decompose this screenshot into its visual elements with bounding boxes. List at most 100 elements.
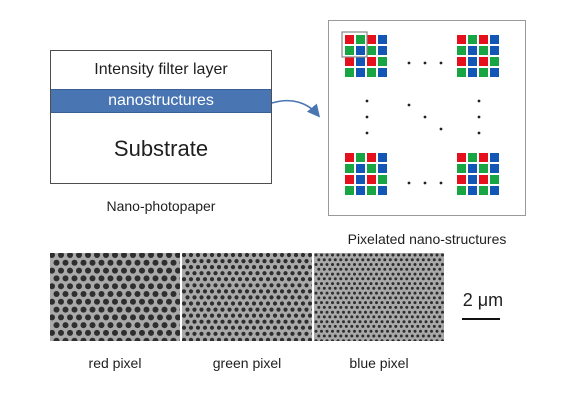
nanohole — [269, 307, 274, 312]
nanohole — [76, 283, 82, 290]
nanohole — [107, 322, 114, 329]
nanohole — [213, 319, 218, 324]
nanohole — [402, 329, 406, 333]
nanohole — [322, 258, 326, 262]
nanohole — [157, 267, 163, 274]
nanohole — [290, 283, 295, 288]
nanohole — [386, 253, 389, 257]
nanohole — [386, 272, 389, 276]
nanohole — [227, 331, 232, 336]
pixel-cell — [378, 153, 387, 162]
nanohole — [58, 314, 64, 321]
nanohole — [331, 310, 334, 314]
nanohole — [413, 253, 417, 257]
nanohole — [67, 283, 73, 290]
nanohole — [369, 310, 373, 314]
nanohole — [297, 271, 302, 276]
nanohole — [139, 314, 145, 321]
pixel-cell — [468, 57, 477, 66]
nanohole — [49, 283, 55, 290]
nanostructures-layer: nanostructures — [51, 89, 271, 113]
nanohole — [424, 291, 428, 295]
nanohole — [185, 259, 190, 264]
nanohole — [80, 259, 87, 266]
nanohole — [435, 329, 439, 333]
nanohole — [85, 252, 91, 258]
nanohole — [139, 329, 145, 336]
nanohole — [148, 298, 154, 305]
nanohole — [290, 259, 295, 264]
nanohole — [391, 320, 395, 324]
pixel-cell — [479, 46, 488, 55]
nanohole — [375, 263, 378, 266]
nanohole — [116, 306, 123, 313]
pixel-cell — [457, 68, 466, 77]
nanohole — [248, 259, 253, 264]
nanohole — [355, 267, 359, 271]
nanohole — [148, 267, 154, 274]
nanohole — [134, 259, 141, 266]
nanohole — [53, 322, 60, 329]
nanohole — [139, 298, 145, 305]
red-pixel-label: red pixel — [88, 355, 142, 371]
nanohole — [320, 253, 323, 257]
nanohole — [350, 277, 354, 281]
nanohole — [103, 314, 109, 321]
nanohole — [435, 253, 439, 257]
nanohole — [375, 291, 378, 295]
nanohole — [331, 282, 334, 286]
nanohole — [369, 253, 373, 257]
nanohole — [237, 337, 243, 342]
nanohole — [202, 277, 208, 282]
nanohole — [300, 277, 306, 282]
nanohole — [350, 305, 354, 309]
nanohole — [98, 259, 105, 266]
nanohole — [421, 315, 425, 319]
ellipsis-dot — [423, 115, 427, 119]
nanohole — [394, 286, 398, 290]
nanohole — [199, 283, 204, 288]
nanohole — [157, 298, 163, 305]
nanohole — [125, 275, 132, 282]
nanohole — [170, 291, 177, 297]
nanohole — [121, 283, 127, 290]
pixel-cell — [468, 186, 477, 195]
nanohole — [380, 310, 384, 314]
nanohole — [441, 320, 444, 324]
nanohole — [339, 258, 343, 262]
nanohole — [304, 295, 309, 300]
nanohole — [333, 315, 337, 319]
nanohole — [166, 283, 172, 290]
nanohole — [339, 267, 343, 271]
nanohole — [331, 301, 334, 305]
nanohole — [355, 315, 359, 319]
nanohole — [394, 277, 398, 281]
nanohole — [358, 310, 362, 314]
nanohole — [394, 258, 398, 262]
nanohole — [175, 329, 181, 336]
nanohole — [432, 315, 436, 319]
pixel-cell — [479, 57, 488, 66]
nanohole — [307, 337, 313, 342]
nanohole — [134, 275, 141, 282]
nanohole — [410, 267, 414, 271]
nanohole — [293, 301, 299, 306]
nanohole — [255, 331, 260, 336]
nanohole — [304, 283, 309, 288]
nanohole — [342, 329, 345, 333]
nanohole — [408, 253, 411, 257]
nanohole — [375, 253, 378, 257]
nanohole — [262, 295, 267, 300]
nanohole — [192, 319, 197, 324]
unit-cell-highlight — [341, 31, 368, 58]
nanohole — [317, 277, 321, 281]
nanohole — [438, 315, 442, 319]
nanohole — [366, 267, 370, 271]
nanohole — [421, 286, 425, 290]
nanohole — [223, 265, 229, 270]
nanohole — [62, 322, 69, 329]
nanohole — [89, 291, 96, 297]
nanohole — [413, 272, 417, 276]
nanohole — [328, 334, 332, 338]
nanohole — [265, 301, 271, 306]
